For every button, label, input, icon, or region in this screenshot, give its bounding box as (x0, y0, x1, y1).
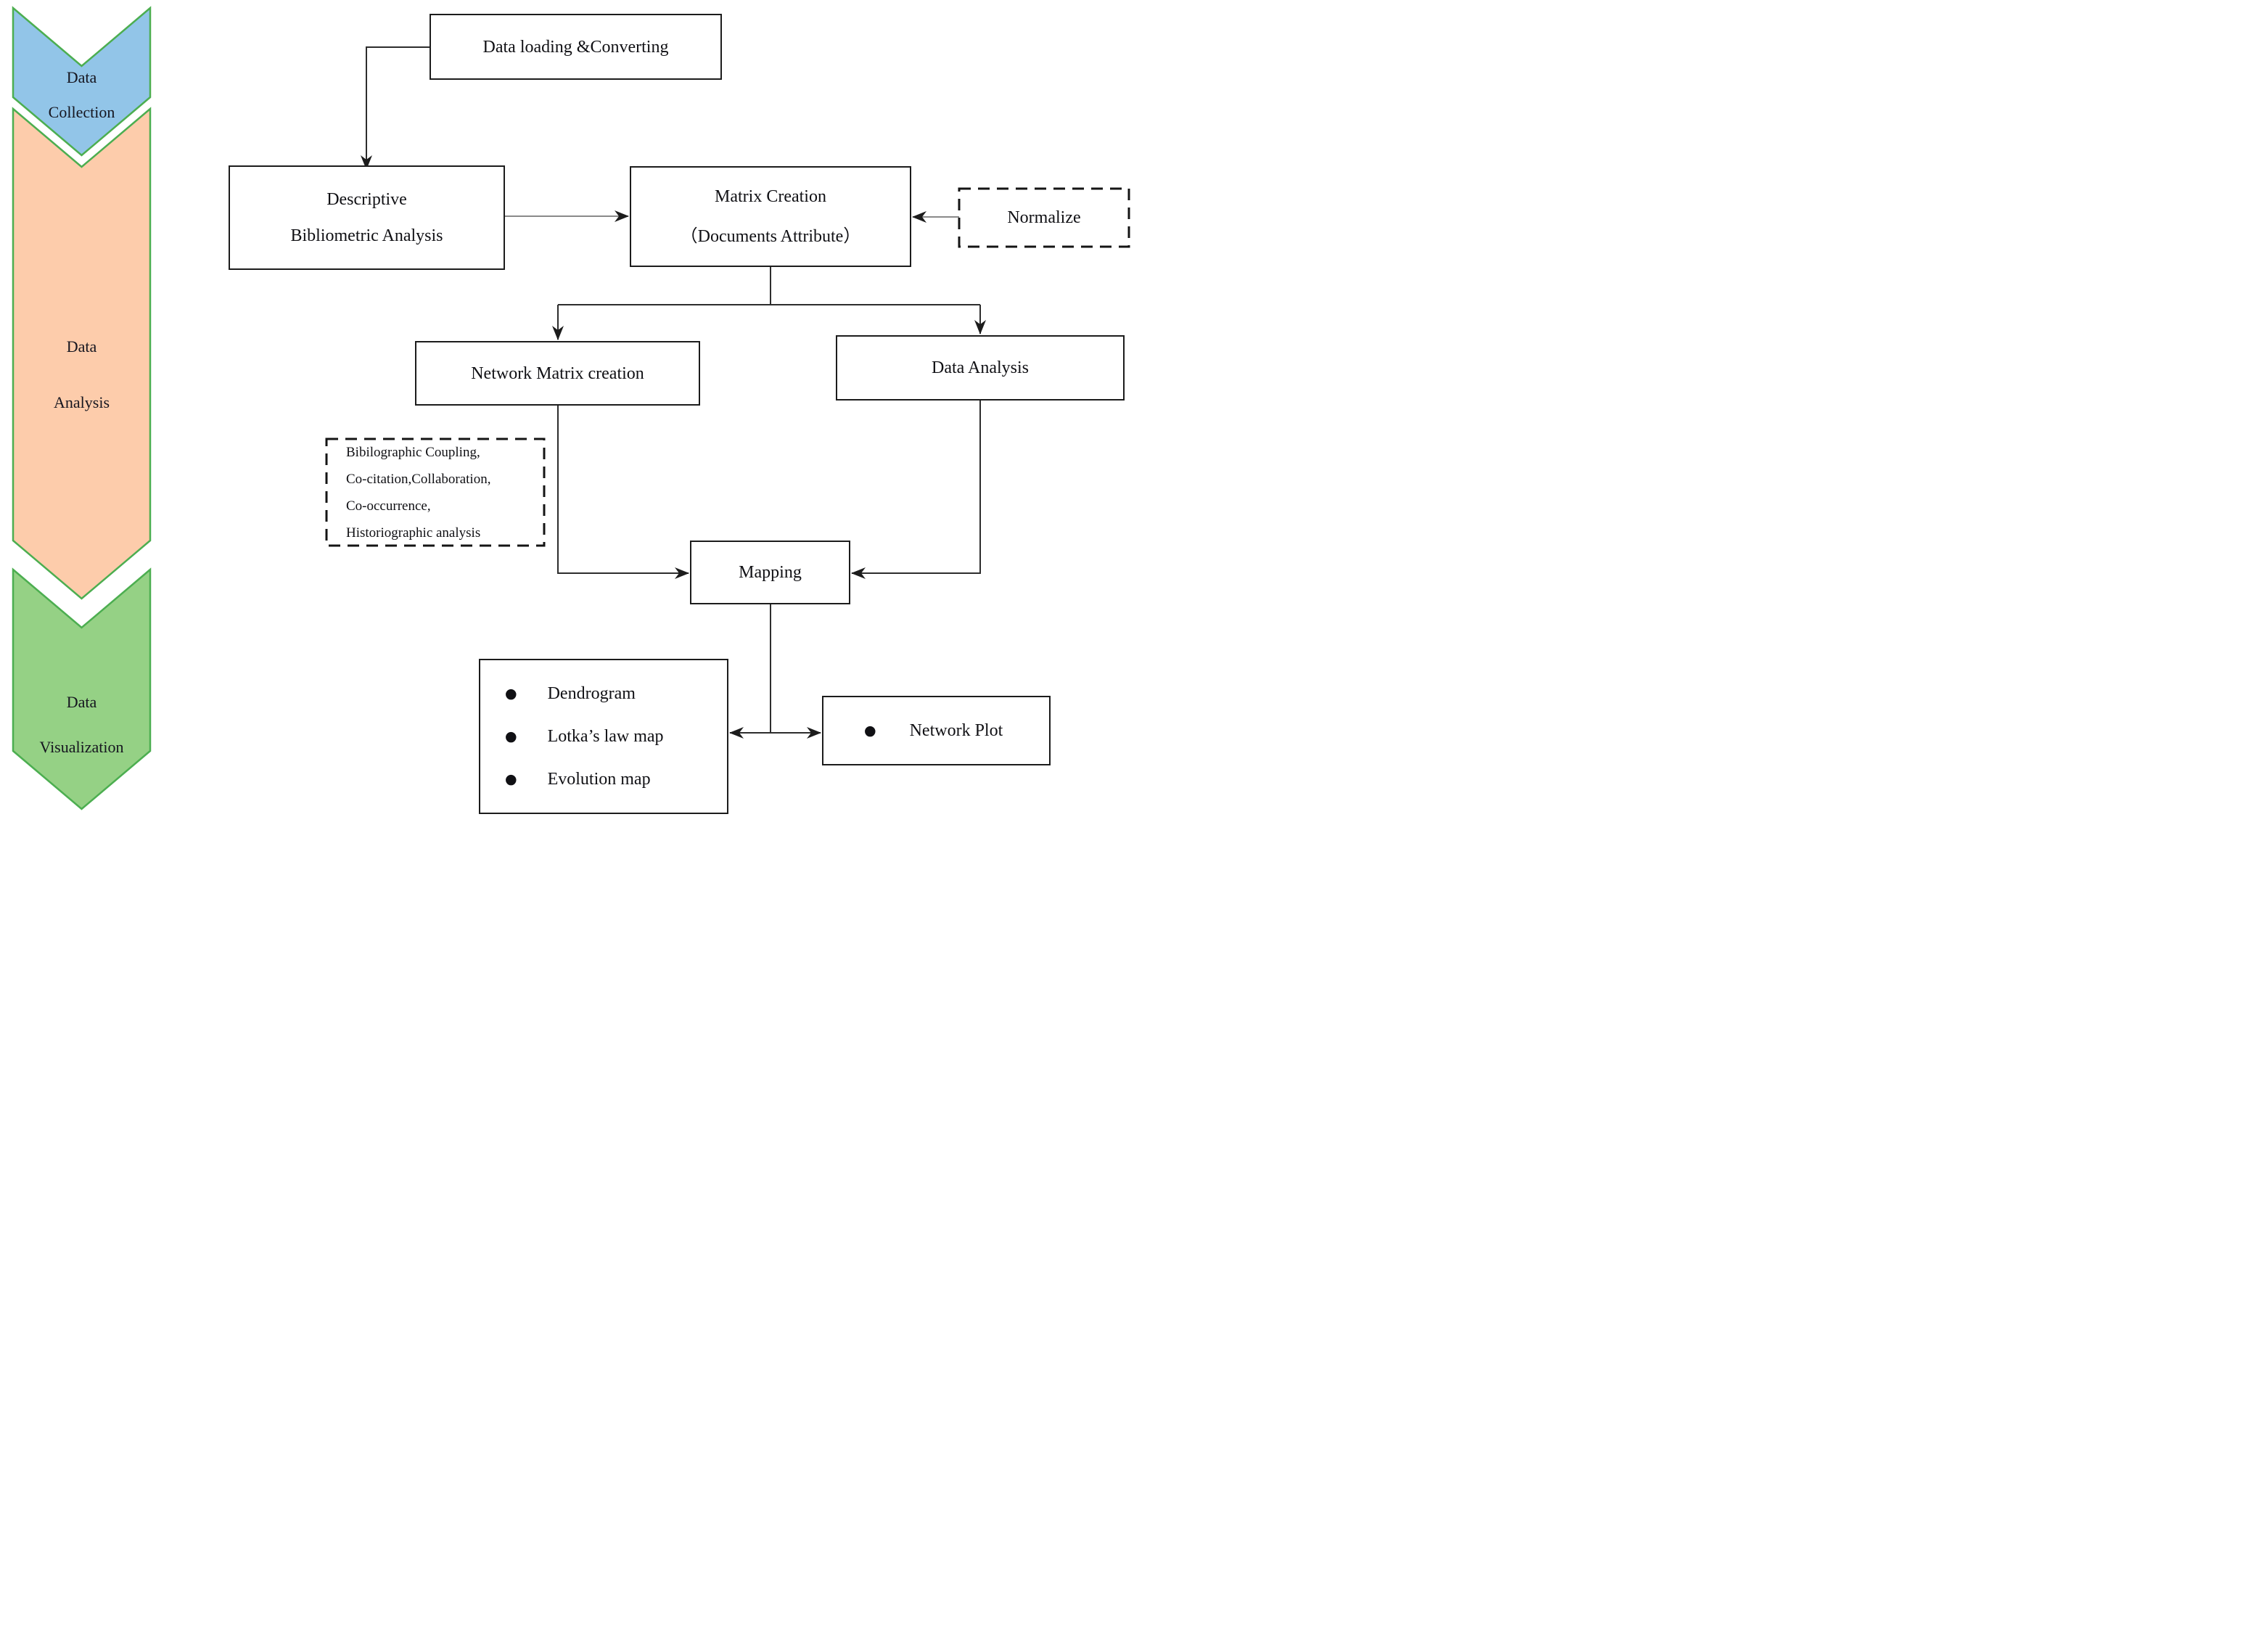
node-matrix-creation: Matrix Creation （Documents Attribute） (630, 166, 911, 267)
methods-note-line1: Bibilographic Coupling, (346, 444, 480, 460)
bullet-icon: ● (505, 686, 517, 702)
map-output-label: Lotka’s law map (547, 727, 664, 746)
node-descriptive-label-line1: Descriptive (326, 190, 407, 209)
bullet-icon: ● (505, 728, 517, 744)
network-plot-label: Network Plot (909, 721, 1003, 740)
connectors (361, 46, 986, 739)
node-network-plot: ● Network Plot (822, 696, 1051, 765)
flow-diagram: Data Collection Data Analysis Data Visua… (0, 0, 1134, 820)
connector-network-matrix-to-mapping (557, 406, 689, 579)
node-normalize-label: Normalize (1007, 208, 1081, 227)
stage-collection-label-line1: Data (66, 68, 97, 86)
stage-visualization-label-line1: Data (66, 693, 97, 711)
bullet-icon: ● (505, 771, 517, 787)
map-output-item-evolution-map: ● Evolution map (480, 768, 727, 790)
map-output-label: Evolution map (547, 770, 651, 789)
map-output-label: Dendrogram (547, 684, 636, 703)
node-data-loading: Data loading &Converting (430, 14, 722, 80)
connector-loading-to-descriptive (361, 46, 430, 170)
methods-note-line2: Co-citation,Collaboration, (346, 471, 491, 487)
stage-chevrons (12, 6, 152, 810)
stage-chevron-collection (12, 6, 152, 157)
node-descriptive-bibliometric-analysis: Descriptive Bibliometric Analysis (229, 165, 505, 270)
node-network-matrix-creation: Network Matrix creation (415, 341, 700, 406)
normalize-box-border (958, 187, 1130, 248)
node-mapping-label: Mapping (739, 563, 802, 582)
node-matrix-creation-label-line1: Matrix Creation (715, 187, 826, 206)
connector-matrix-split (558, 267, 980, 305)
methods-note-line4: Historiographic analysis (346, 525, 481, 541)
node-map-outputs: ● Dendrogram ● Lotka’s law map ● Evoluti… (479, 659, 728, 814)
methods-note-line3: Co-occurrence, (346, 498, 431, 514)
node-methods-note: Bibilographic Coupling, Co-citation,Coll… (326, 439, 544, 546)
node-data-analysis-label: Data Analysis (932, 358, 1029, 377)
node-data-analysis: Data Analysis (836, 335, 1125, 400)
stage-chevron-visualization (12, 567, 152, 810)
node-network-matrix-label: Network Matrix creation (471, 363, 644, 383)
stage-analysis-label-line2: Analysis (54, 393, 110, 411)
bullet-icon: ● (864, 723, 876, 739)
dashed-box-borders (325, 187, 1130, 547)
stage-analysis-label-line1: Data (66, 337, 97, 356)
node-normalize: Normalize (959, 189, 1129, 247)
stage-chevron-analysis (12, 107, 152, 600)
node-mapping: Mapping (690, 541, 850, 604)
stage-visualization-label-line2: Visualization (39, 738, 124, 756)
node-descriptive-label-line2: Bibliometric Analysis (290, 226, 443, 245)
node-data-loading-label: Data loading &Converting (482, 37, 669, 57)
methods-box-border (325, 438, 546, 547)
node-matrix-creation-label-line2: （Documents Attribute） (680, 227, 861, 246)
map-output-item-dendrogram: ● Dendrogram (480, 683, 727, 705)
diagram-shapes-layer (12, 6, 1130, 810)
map-output-item-lotkas-law-map: ● Lotka’s law map (480, 726, 727, 747)
stage-collection-label-line2: Collection (48, 103, 115, 121)
connector-data-analysis-to-mapping (851, 400, 981, 579)
